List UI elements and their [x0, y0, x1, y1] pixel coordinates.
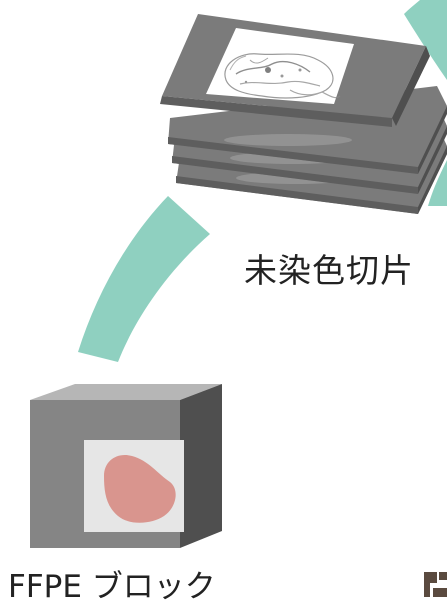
slide-1	[160, 14, 430, 127]
slides-label: 未染色切片	[244, 251, 414, 290]
ffpe-block-cube-icon	[30, 384, 222, 548]
curved-arrow-top-right	[404, 0, 447, 80]
tissue-icon	[104, 454, 176, 523]
corner-mark-icon	[424, 572, 447, 597]
cube-top-face	[30, 384, 222, 400]
curved-arrow-right-tail	[428, 160, 447, 206]
cube-side-face	[180, 384, 222, 548]
curved-arrow-left	[78, 196, 210, 362]
ffpe-block-label: FFPE ブロック	[8, 569, 216, 605]
slide-stack-icon	[160, 14, 447, 214]
tissue-section-icon	[224, 53, 341, 99]
